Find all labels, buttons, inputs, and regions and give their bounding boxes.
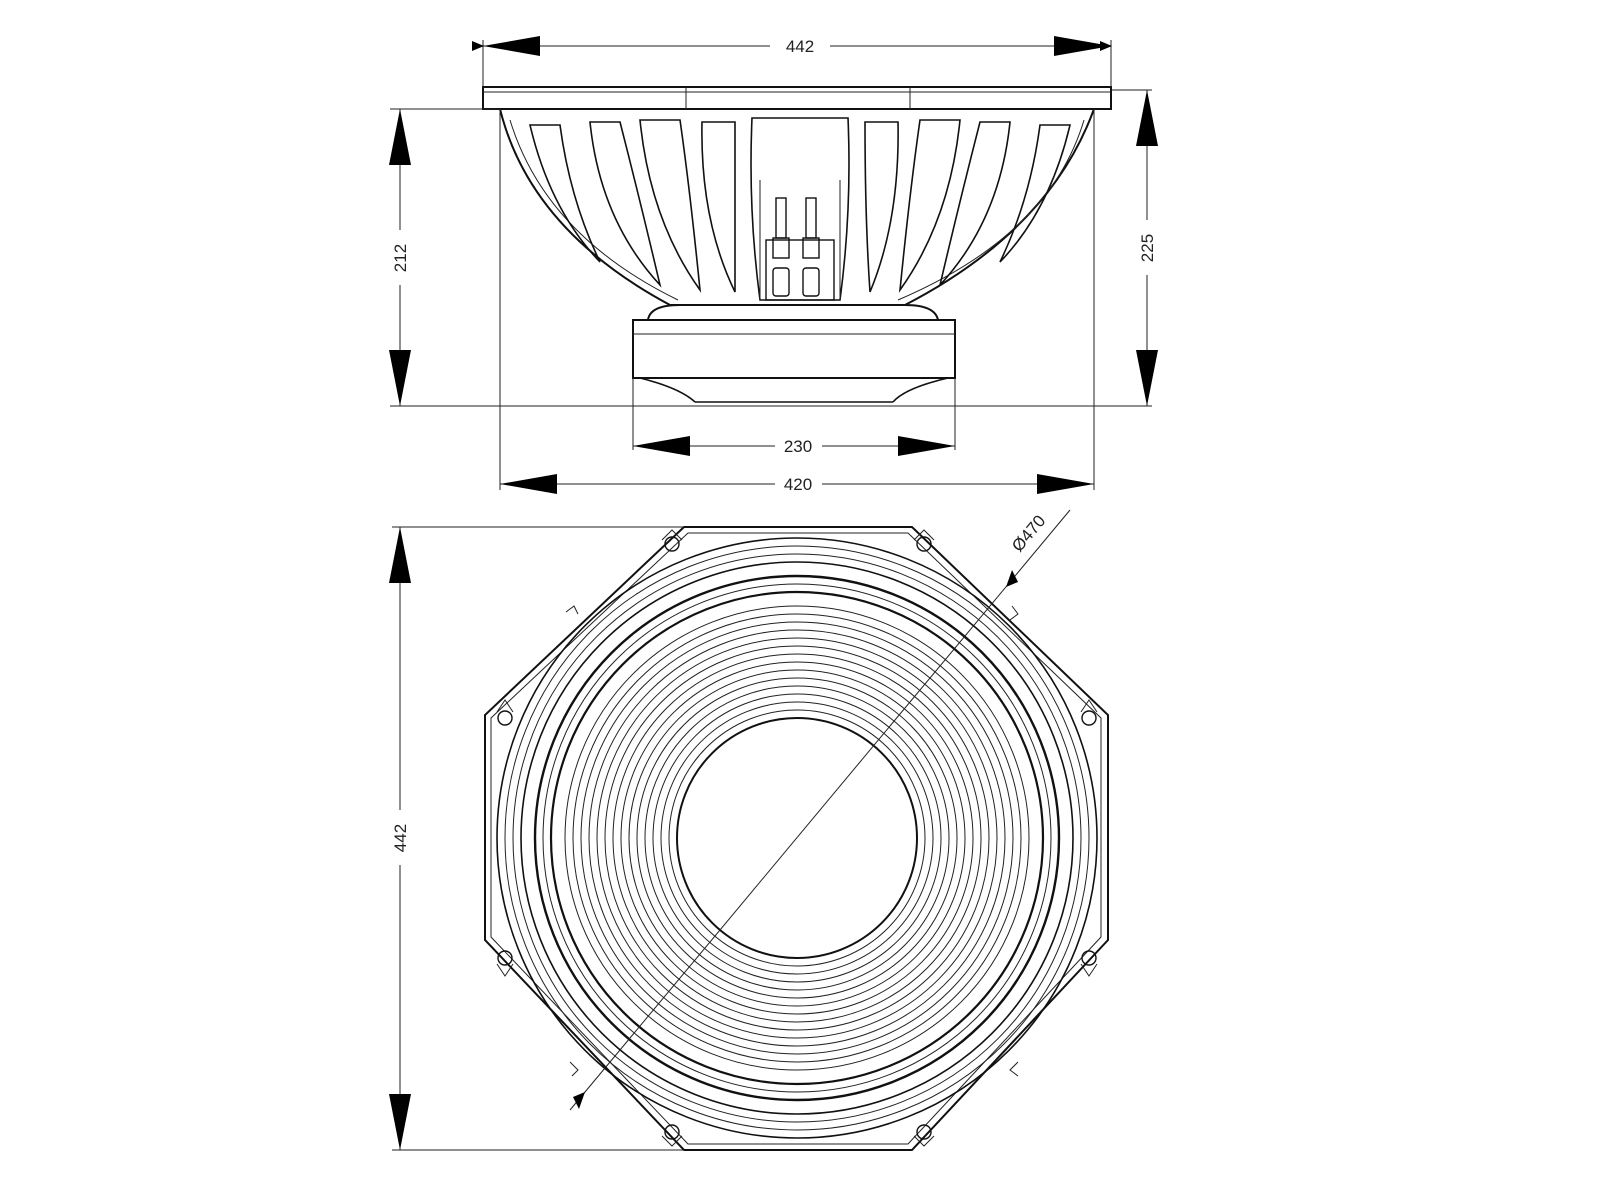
front-height-label: 442 xyxy=(391,824,410,852)
surround-rings xyxy=(496,537,1098,1139)
dimension-left-height: 212 xyxy=(389,109,411,406)
frame-outline xyxy=(484,526,1109,1151)
terminals xyxy=(765,197,835,301)
top-width-label: 442 xyxy=(786,37,814,56)
left-height-label: 212 xyxy=(391,244,410,272)
mounting-hole xyxy=(661,1124,683,1147)
dimension-right-height: 225 xyxy=(1136,90,1158,406)
mounting-hole xyxy=(496,950,514,977)
dimension-front-height: 442 xyxy=(389,526,684,1151)
mounting-hole xyxy=(913,1124,935,1147)
diameter-label: Ø470 xyxy=(1008,511,1049,555)
front-view: Ø470 442 xyxy=(389,509,1109,1151)
cone-rings xyxy=(564,605,1030,1071)
basket-outline xyxy=(499,108,1095,306)
extension-lines xyxy=(390,40,1152,490)
mounting-hole xyxy=(661,529,683,552)
dimension-basket-width: 420 xyxy=(500,474,1094,494)
side-view: 442 212 225 230 xyxy=(389,36,1158,494)
dimension-top-width: 442 xyxy=(472,36,1112,56)
mounting-hole xyxy=(1080,950,1098,977)
mounting-hole xyxy=(496,699,514,726)
magnet-assembly xyxy=(632,304,956,403)
mounting-holes xyxy=(496,529,1098,1147)
basket-ribs xyxy=(528,117,1072,301)
mounting-hole xyxy=(1080,699,1098,726)
right-height-label: 225 xyxy=(1138,234,1157,262)
front-flange xyxy=(482,86,1112,110)
dimension-magnet-width: 230 xyxy=(633,436,955,456)
basket-width-label: 420 xyxy=(784,475,812,494)
magnet-width-label: 230 xyxy=(784,437,812,456)
mounting-hole xyxy=(913,529,935,552)
